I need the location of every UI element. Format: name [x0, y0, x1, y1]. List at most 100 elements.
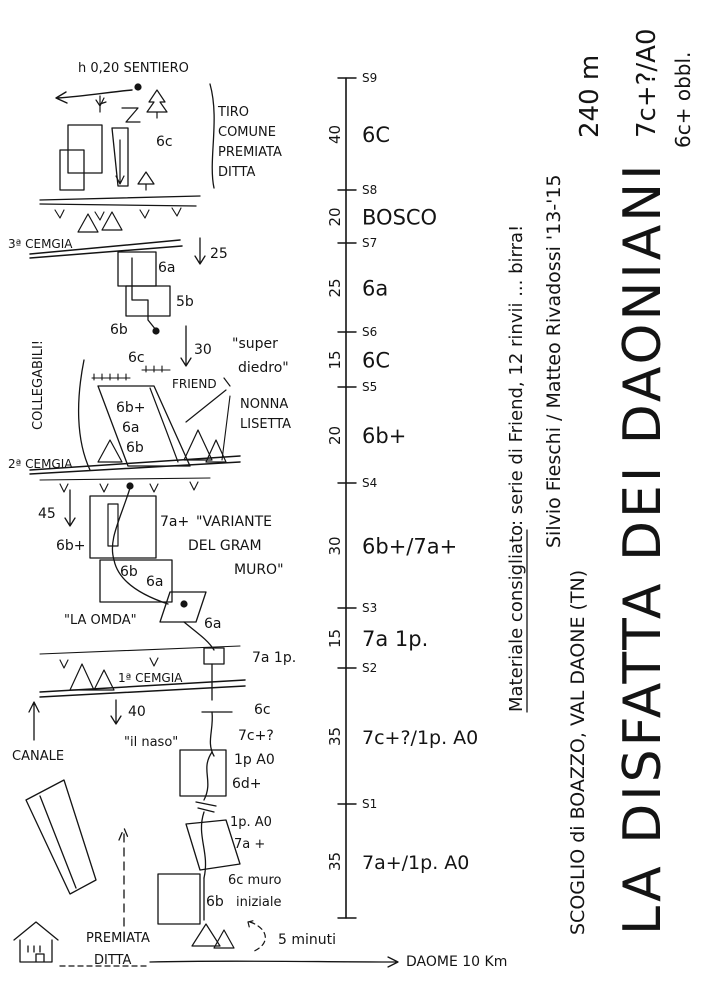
tiro-comune-1: TIRO: [217, 105, 249, 120]
route-arrow-top: [115, 139, 125, 185]
rock-block: [157, 873, 201, 925]
la-onda-label: "LA OMDA": [64, 613, 137, 628]
grade-6bplus-var: 6b+: [56, 538, 86, 554]
belay-stop-label: S3: [362, 601, 377, 615]
canale-arrow: [28, 701, 40, 741]
cengia-3-label: 3ª CEMGIA: [8, 237, 73, 251]
grade-5b: 5b: [176, 294, 194, 310]
approach-time: 5 minuti: [278, 932, 336, 948]
route-line: [131, 257, 157, 331]
grade-6bplus: 6b+: [116, 400, 146, 416]
pitch-length: 40: [326, 125, 344, 144]
cengia-2-label: 2ª CEMGIA: [8, 457, 73, 471]
rappel-40: 40: [128, 704, 146, 720]
friend-label: FRIEND: [172, 377, 217, 391]
rappel-arrow: [64, 489, 76, 527]
grade-6a-right: 6a: [204, 616, 222, 632]
belay-stop-label: S1: [362, 797, 377, 811]
tiro-comune-4: DITTA: [218, 165, 255, 180]
tree-icon: [69, 663, 115, 691]
grade-6a-onda: 6a: [146, 574, 164, 590]
belay-stop-label: S2: [362, 661, 377, 675]
belay-stop-label: S4: [362, 476, 377, 490]
slab-block: [185, 819, 241, 871]
route-line: [111, 487, 131, 561]
belay-s4-dot: [126, 482, 134, 490]
muro-iniziale-2: iniziale: [236, 895, 281, 910]
pitch-length: 25: [326, 278, 344, 297]
canale-channel: [25, 779, 97, 895]
canale-label: CANALE: [12, 749, 64, 764]
grade-top: 6c: [156, 134, 173, 150]
pitch-grade: 7a 1p.: [362, 627, 428, 651]
pitch-length: 20: [326, 426, 344, 445]
rock-block: [117, 251, 157, 287]
tiro-comune-3: PREMIATA: [218, 145, 282, 160]
pitch-length: 35: [326, 852, 344, 871]
belay-s3-dot: [180, 600, 188, 608]
collegabili-label: COLLEGABILI!: [31, 340, 46, 430]
pitch-grade: 6C: [362, 349, 390, 373]
super-diedro-2: diedro": [238, 360, 289, 376]
equipment-label: Materiale consigliato: [506, 525, 527, 712]
grade-s5: 6c: [128, 350, 145, 366]
tree-icon: [137, 171, 155, 191]
nonna-1: NONNA: [240, 397, 288, 412]
dihedral-top: [111, 127, 129, 187]
tree-icon: [97, 429, 227, 463]
grade-6c-naso: 6c: [254, 702, 271, 718]
rappel-arrow: [180, 325, 192, 367]
grade-7aplus-var: 7a+: [160, 514, 189, 530]
pitch-length: 30: [326, 536, 344, 555]
pitch-grade: 7a+/1p. A0: [362, 852, 469, 874]
route-grade-main: 7c+?/A0: [632, 28, 662, 138]
belay-stop-label: S8: [362, 183, 377, 197]
variante-2: DEL GRAM: [188, 538, 262, 554]
pitch-length: 15: [326, 350, 344, 369]
tree-icon: [146, 89, 168, 119]
ledge-1: [39, 679, 246, 698]
belay-s2-block: [203, 647, 225, 665]
rappel-25: 25: [210, 246, 228, 262]
grade-1pA0: 1p A0: [234, 752, 275, 768]
title-block: LA DISFATTA DEI DAONIANI 240 m 7c+?/A0 6…: [506, 28, 695, 935]
belay-stop-label: S5: [362, 380, 377, 394]
nonna-2: LISETTA: [240, 417, 291, 432]
rock-block: [59, 149, 85, 191]
pitch-length: 35: [326, 727, 344, 746]
premiata-1: PREMIATA: [86, 931, 150, 946]
pitch-grade: 6b+: [362, 424, 406, 448]
crack: [107, 503, 119, 547]
super-diedro-1: "super: [232, 336, 278, 352]
rappel-arrow: [194, 237, 206, 265]
grade-dihedral-6a: 6a: [122, 420, 140, 436]
bracket: [77, 359, 91, 471]
tree-icon: [191, 923, 235, 949]
equipment-list: : serie di Friend, 12 rinvii ... birra!: [506, 225, 527, 526]
daone-distance: DAOME 10 Km: [406, 954, 507, 970]
rock-block: [67, 124, 103, 174]
grade-7a1p: 7a 1p.: [252, 650, 296, 666]
tiro-comune-2: COMUNE: [218, 125, 276, 140]
route-length: 240 m: [575, 55, 605, 138]
pitch-length: 15: [326, 629, 344, 648]
route-authors: Silvio Fieschi / Matteo Rivadossi '13-'1…: [543, 174, 565, 548]
route-line: [203, 751, 213, 801]
exit-path-label: h 0,20 SENTIERO: [78, 61, 189, 76]
roof: [91, 373, 131, 381]
variante-3: MURO": [234, 562, 284, 578]
grade-6b-onda: 6b: [120, 564, 138, 580]
grade-dihedral-6b: 6b: [126, 440, 144, 456]
premiata-2: DITTA: [94, 953, 131, 968]
grade-s7: 6a: [158, 260, 176, 276]
approach-arrow: [118, 827, 130, 941]
ledge-2: [29, 455, 241, 475]
rappel-arrow: [110, 699, 122, 725]
belay-s9-dot: [134, 83, 142, 91]
rock-block: [179, 749, 227, 797]
grade-s6: 6b: [110, 322, 128, 338]
belay-s6-dot: [152, 327, 160, 335]
rappel-30: 30: [194, 342, 212, 358]
